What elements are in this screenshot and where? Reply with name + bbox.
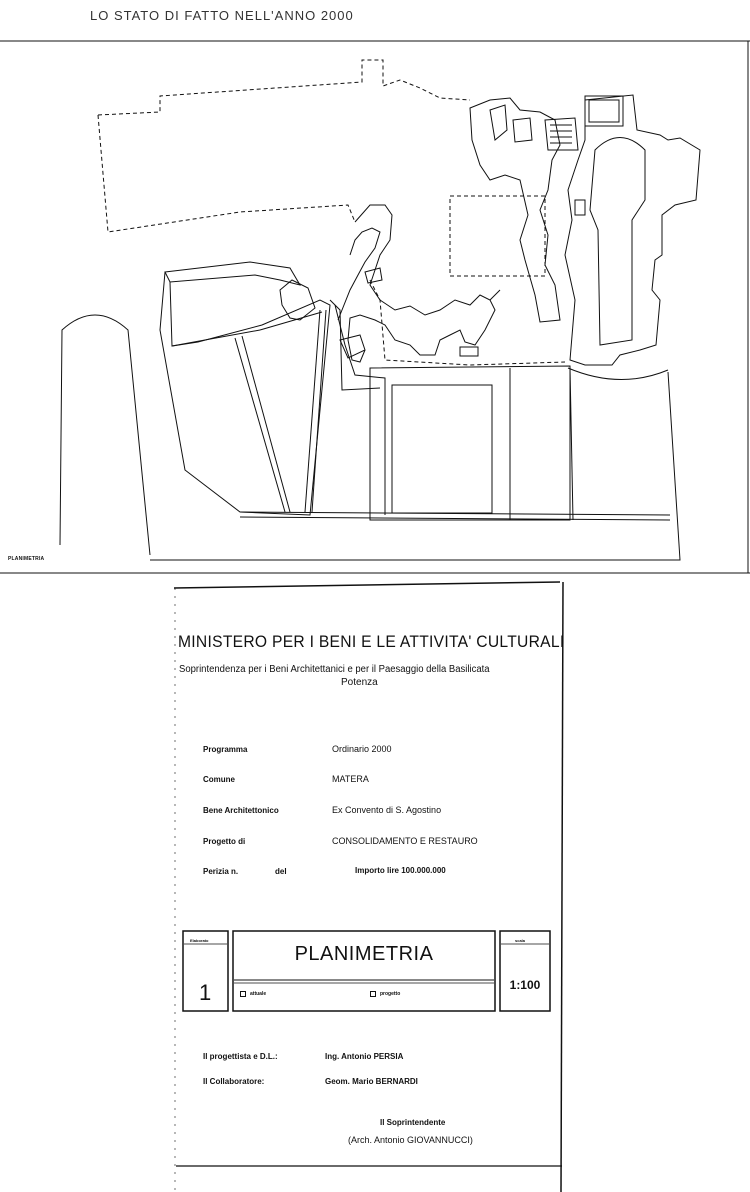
collaboratore-label: Il Collaboratore: [203, 1077, 265, 1086]
small-stair [364, 267, 383, 284]
scala-box [499, 930, 551, 1012]
convent-west-wing [469, 97, 561, 323]
dashed-boundary-left [97, 114, 356, 233]
title-block-frame [173, 581, 564, 1192]
sheet-title: LO STATO DI FATTO NELL'ANNO 2000 [90, 8, 354, 23]
dashed-boundary-lower [369, 279, 566, 366]
scala-label: scala [515, 938, 526, 943]
bene-value: Ex Convento di S. Agostino [332, 805, 442, 815]
elaborato-number: 1 [199, 980, 212, 1005]
perizia-label: Perizia n. [203, 867, 239, 876]
bene-label: Bene Architettonico [203, 806, 279, 815]
collaboratore-name: Geom. Mario BERNARDI [325, 1077, 418, 1086]
title-block-top-edge [173, 581, 561, 589]
left-rounded-structure [59, 314, 151, 556]
inner-rock-wall [337, 227, 381, 321]
stato-checkbox-icon [240, 991, 246, 997]
drawing-title: PLANIMETRIA [294, 943, 434, 965]
scale-value: 1:100 [509, 978, 541, 992]
soprintendente-label: Il Soprintendente [380, 1118, 446, 1127]
church-outline [564, 94, 701, 366]
small-pavilion [339, 334, 366, 359]
rock-wall-path [347, 204, 496, 363]
lower-plot-1 [391, 384, 493, 514]
comune-value: MATERA [332, 774, 369, 784]
garden-plot-outline [159, 271, 331, 516]
drawing-title-box [232, 930, 496, 1012]
convent-pier [574, 199, 586, 216]
convent-room-1 [489, 104, 508, 141]
programma-value: Ordinario 2000 [332, 744, 392, 754]
site-plan-drawing [0, 40, 750, 574]
church-apse-arc [567, 367, 669, 381]
office-line-2: Potenza [341, 677, 378, 688]
bell-tower-inner [588, 99, 620, 123]
dashed-courtyard [449, 195, 546, 277]
soprintendente-name: (Arch. Antonio GIOVANNUCCI) [348, 1135, 473, 1145]
garden-top-strip [164, 261, 302, 286]
progettista-name: Ing. Antonio PERSIA [325, 1052, 404, 1061]
del-label: del [275, 867, 287, 876]
garden-pond [279, 279, 316, 321]
progetto-option-label: progetto [380, 991, 401, 997]
staircase [544, 117, 579, 151]
plan-label: PLANIMETRIA [8, 556, 45, 562]
ministry-heading: MINISTERO PER I BENI E LE ATTIVITA' CULT… [178, 632, 565, 651]
programma-label: Programma [203, 745, 248, 754]
bell-tower [584, 95, 624, 127]
elaborato-label: Elaborato [190, 938, 209, 943]
office-line-1: Soprintendenza per i Beni Architettanici… [179, 664, 490, 675]
elaborato-box [182, 930, 229, 1012]
small-structure [459, 346, 479, 357]
stato-attuale-option: attuale [240, 991, 266, 997]
progetto-checkbox-icon [370, 991, 376, 997]
stato-attuale-label: attuale [250, 991, 267, 997]
progettista-label: Il progettista e D.L.: [203, 1052, 278, 1061]
title-block-right-edge [560, 581, 564, 1192]
importo-value: Importo lire 100.000.000 [355, 866, 446, 875]
progetto-label: Progetto di [203, 837, 246, 846]
road-edge [150, 371, 681, 561]
path-edge [334, 304, 386, 515]
church-nave [589, 137, 646, 346]
lower-plots-frame [369, 365, 571, 521]
convent-room-2 [512, 117, 533, 143]
progetto-value: CONSOLIDAMENTO E RESTAURO [332, 836, 478, 846]
dashed-boundary-top [97, 59, 471, 116]
progetto-option: progetto [370, 991, 400, 997]
comune-label: Comune [203, 775, 235, 784]
